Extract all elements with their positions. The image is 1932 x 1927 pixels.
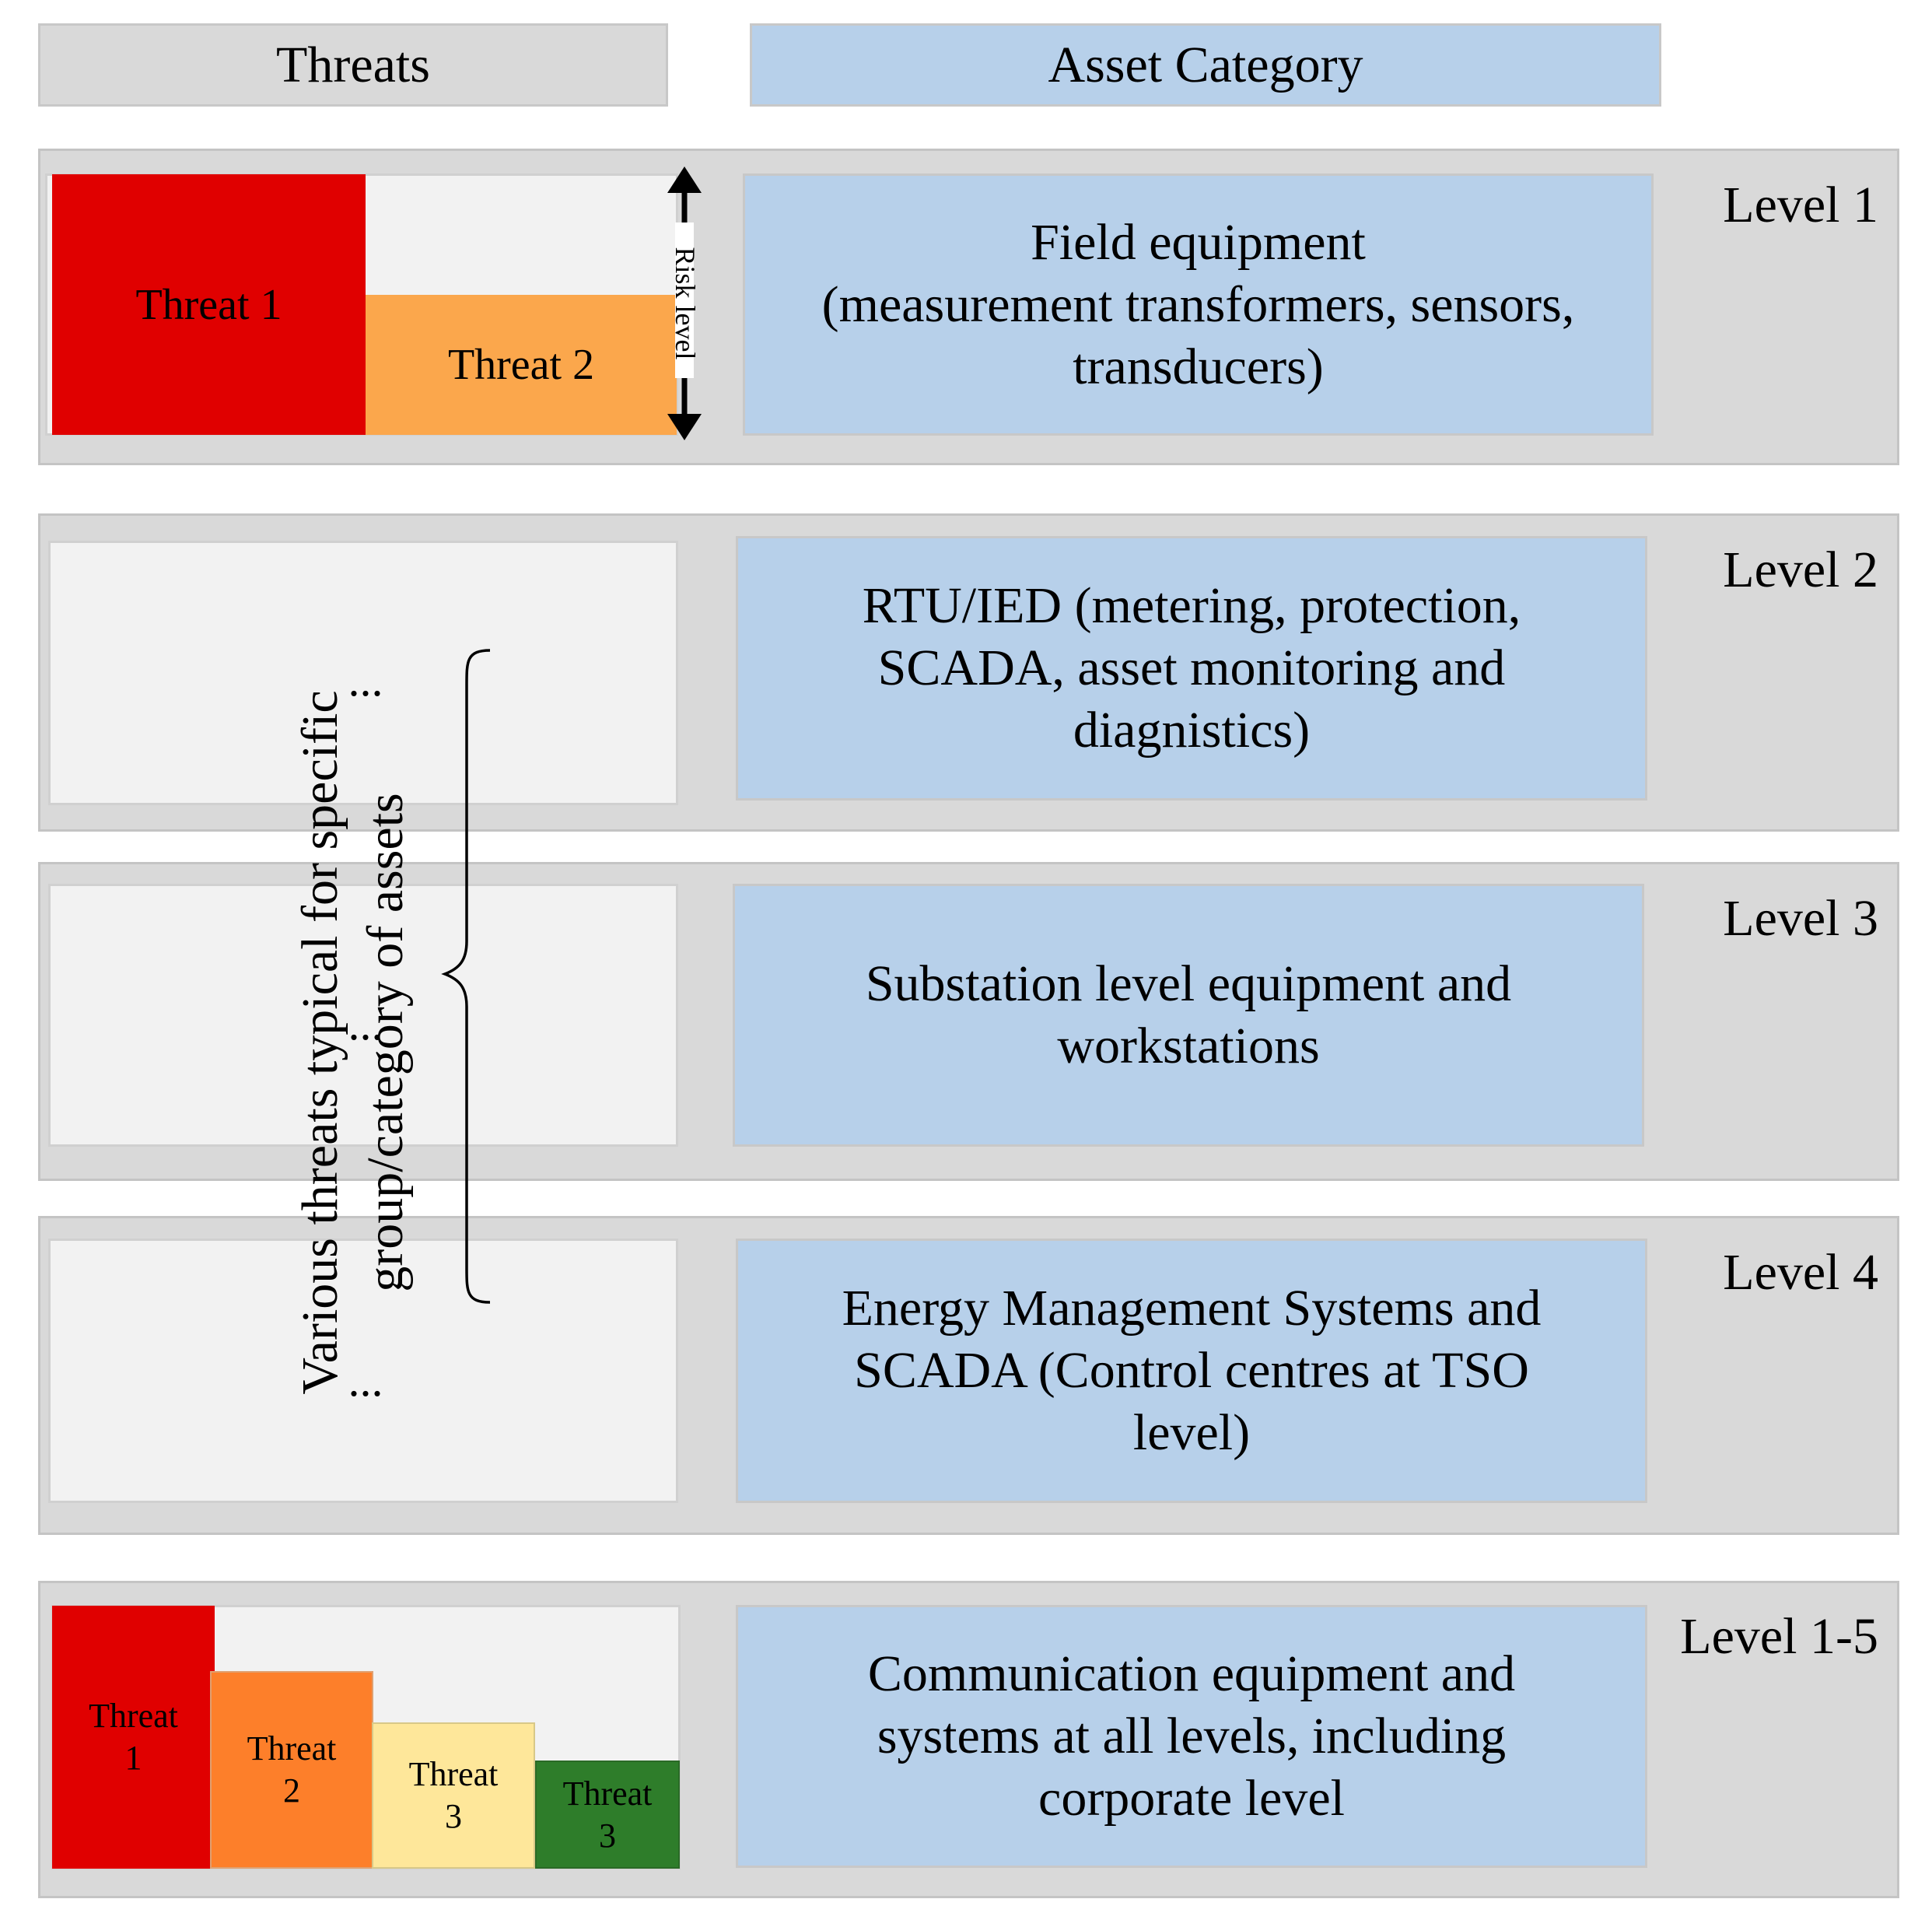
risk-level-arrow [667, 166, 702, 440]
asset-energy-management: Energy Management Systems and SCADA (Con… [736, 1239, 1647, 1503]
asset-communication: Communication equipment and systems at a… [736, 1605, 1647, 1868]
level-4-label: Level 4 [1723, 1244, 1878, 1301]
comm-threat-3-label: Threat 3 [408, 1755, 499, 1835]
level-1-5-label: Level 1-5 [1680, 1608, 1878, 1665]
asset-rtu-ied: RTU/IED (metering, protection, SCADA, as… [736, 536, 1647, 801]
asset-substation: Substation level equipment and workstati… [733, 884, 1644, 1147]
threat-2-label: Threat 2 [447, 341, 595, 389]
level-2-threat-panel [48, 541, 678, 805]
asset-category-header: Asset Category [750, 23, 1661, 107]
threat-1-bar: Threat 1 [52, 174, 366, 435]
level-4-threat-panel [48, 1239, 678, 1503]
level-2-placeholder: ... [348, 654, 383, 706]
level-3-label: Level 3 [1723, 890, 1878, 947]
risk-level-label: Risk level [670, 247, 701, 360]
threats-header: Threats [38, 23, 668, 107]
level-4-placeholder: ... [348, 1354, 383, 1406]
comm-threat-4-bar: Threat 3 [535, 1761, 680, 1869]
comm-threat-4-label: Threat 3 [562, 1774, 653, 1855]
level-3-placeholder: ... [348, 998, 383, 1049]
threat-1-label: Threat 1 [135, 280, 282, 329]
brace-icon [441, 649, 491, 1304]
level-2-label: Level 2 [1723, 541, 1878, 598]
comm-threat-3-bar: Threat 3 [372, 1722, 535, 1869]
comm-threat-1-label: Threat 1 [89, 1697, 178, 1777]
level-1-label: Level 1 [1723, 177, 1878, 233]
level-3-threat-panel [48, 884, 678, 1147]
comm-threat-1-bar: Threat 1 [52, 1606, 215, 1869]
asset-field-equipment: Field equipment (measurement transformer… [743, 173, 1654, 436]
asset-category-header-label: Asset Category [1048, 36, 1363, 93]
comm-threat-2-bar: Threat 2 [210, 1671, 373, 1869]
various-threats-label: Various threats typical for specific gro… [292, 690, 414, 1395]
comm-threat-2-label: Threat 2 [247, 1729, 337, 1810]
threats-header-label: Threats [276, 36, 430, 93]
threat-2-bar: Threat 2 [366, 295, 677, 435]
